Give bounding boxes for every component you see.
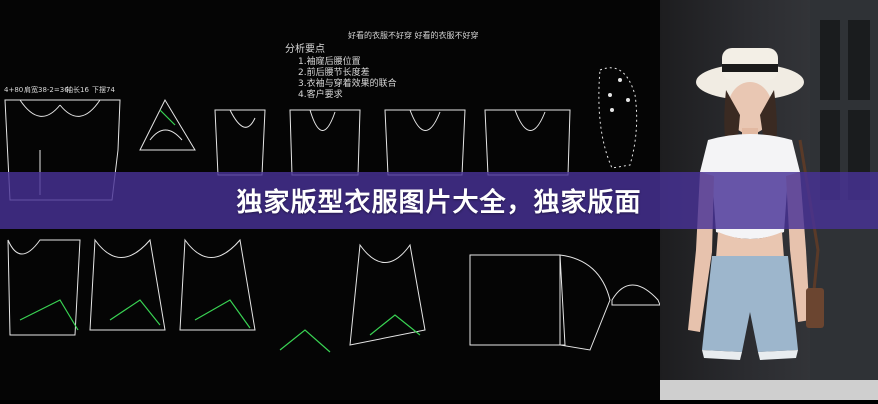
analysis-point-2: 2.前后腰节长度差 [298,68,370,78]
cad-heading: 好看的衣服不好穿 好看的衣服不好穿 [348,31,479,40]
dim-label-2: 肩宽38-2=36 [24,86,69,94]
analysis-point-3: 3.衣袖与穿着效果的联合 [298,79,397,89]
analysis-point-4: 4.客户要求 [298,90,343,100]
dim-label-4: 下摆74 [92,86,115,94]
title-banner: 独家版型衣服图片大全，独家版面 [0,172,878,229]
banner-title: 独家版型衣服图片大全，独家版面 [236,188,642,218]
dim-label-1: 4+80 [4,86,24,94]
analysis-point-1: 1.袖窿后腰位置 [298,57,361,67]
dim-label-3: 袖长16 [66,86,89,94]
analysis-title: 分析要点 [285,44,325,55]
